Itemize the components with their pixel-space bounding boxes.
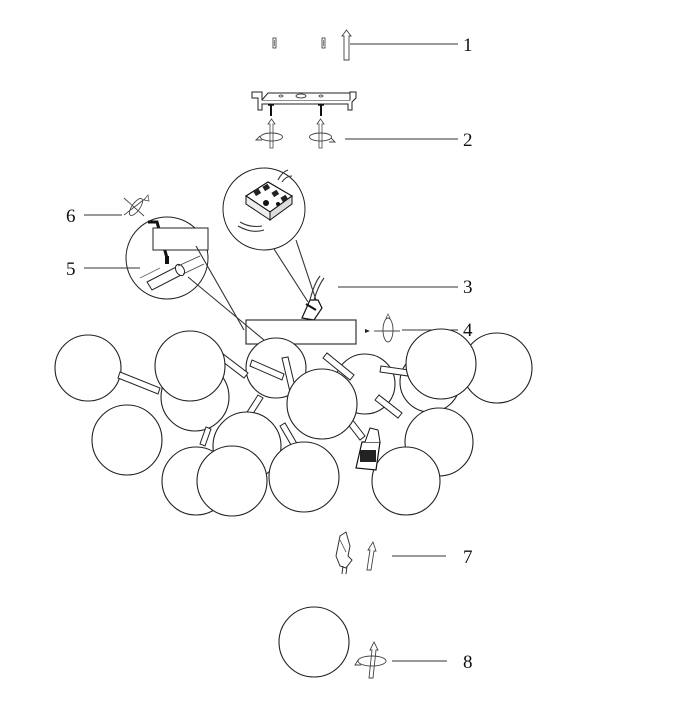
glass-globe xyxy=(196,445,268,517)
glass-globe xyxy=(91,404,163,476)
callout-number-7: 7 xyxy=(463,547,473,568)
step-6-rotate xyxy=(84,194,150,217)
callout-number-3: 3 xyxy=(463,277,473,298)
step-1-screws xyxy=(272,29,458,61)
chandelier-body xyxy=(54,328,533,517)
step-5-allen-key xyxy=(84,216,271,346)
callout-number-6: 6 xyxy=(66,206,76,227)
up-arrow-icon xyxy=(366,540,377,571)
screw-icon xyxy=(268,104,274,116)
detail-leader xyxy=(195,245,245,331)
glass-globe xyxy=(154,330,226,402)
glass-globe xyxy=(405,328,477,400)
step-4-canopy xyxy=(245,313,458,345)
up-arrow-icon xyxy=(341,29,352,61)
detail-leader xyxy=(273,248,309,303)
mounting-bracket xyxy=(251,91,357,111)
bulb-socket-icon xyxy=(355,427,381,471)
callout-number-8: 8 xyxy=(463,652,473,673)
rotate-arrow-icon xyxy=(354,640,387,679)
screw-icon xyxy=(321,37,326,49)
callout-number-4: 4 xyxy=(463,320,473,341)
step-8-globe xyxy=(278,606,447,679)
callout-number-5: 5 xyxy=(66,259,76,280)
rotate-arrow-icon xyxy=(254,118,283,149)
canopy-plate xyxy=(245,319,357,345)
glass-globe xyxy=(286,368,358,440)
screw-icon xyxy=(318,104,324,116)
arm-tube-detail xyxy=(139,255,205,291)
rotate-arrow-icon xyxy=(309,118,337,149)
loose-glass-globe xyxy=(278,606,350,678)
glass-globe xyxy=(54,334,122,402)
rotate-arrow-icon xyxy=(365,313,400,343)
glass-globe xyxy=(268,441,340,513)
screw-icon xyxy=(272,37,277,49)
rotate-arrow-icon xyxy=(123,194,150,217)
step-7-bulb xyxy=(335,531,446,575)
bulb-icon xyxy=(335,531,353,575)
glass-globe xyxy=(371,446,441,516)
detail-leader xyxy=(187,276,271,346)
step-2-bracket xyxy=(251,91,458,149)
step-3-wiring xyxy=(222,167,458,321)
callout-number-1: 1 xyxy=(463,35,473,56)
terminal-block-icon xyxy=(237,169,294,232)
callout-number-2: 2 xyxy=(463,130,473,151)
